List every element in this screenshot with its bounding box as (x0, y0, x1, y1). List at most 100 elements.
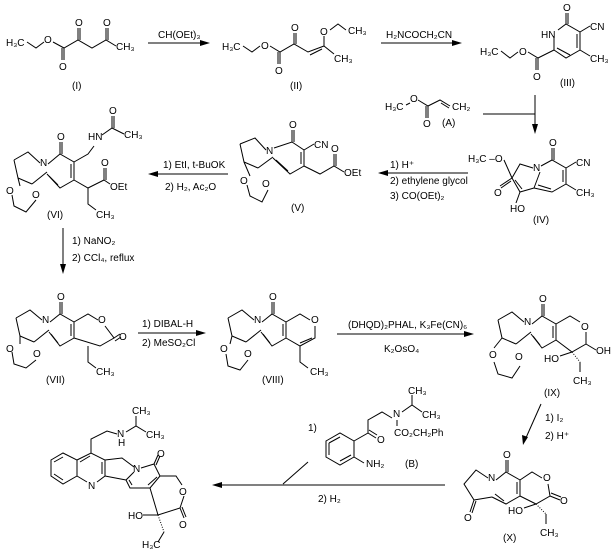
atom-label: N (254, 315, 261, 326)
atom-label: N (40, 158, 47, 169)
atom-label: O (289, 120, 297, 131)
atom-label: O (244, 349, 252, 360)
atom-label: O (220, 344, 228, 355)
step-2-arrow: H₂NCOCH₂CN (381, 30, 462, 46)
step-6-arrow: 1) DIBAL-H 2) MeSO₂Cl (138, 319, 206, 349)
atom-label: HN (88, 132, 102, 143)
atom-label: HO (510, 204, 525, 215)
step-1-arrow: CH(OEt)₃ (148, 30, 210, 46)
compound-VIII: N O O O O CH₃ (VIII) (220, 292, 329, 386)
atom-label: CH₃ (540, 528, 559, 539)
atom-label: HO (128, 511, 143, 522)
atom-label: N (533, 163, 540, 174)
atom-label: O (533, 72, 541, 83)
atom-label: CH₃ (96, 210, 115, 221)
reagent-text: 2) H₂, Ac₂O (165, 182, 216, 193)
atom-label: CN (590, 22, 604, 33)
compound-label-III: (III) (560, 78, 575, 89)
compound-label-X: (X) (503, 533, 516, 544)
atom-label: O (503, 450, 511, 461)
atom-label: O (109, 106, 117, 117)
compound-I: H₃C O O O O CH₃ (I) (6, 18, 135, 92)
reagent-text: 2) H⁺ (545, 431, 569, 442)
compound-label-IV: (IV) (533, 215, 549, 226)
atom-label: CH₃ (116, 42, 135, 53)
atom-label: CH₃ (124, 130, 143, 141)
atom-label: O (377, 435, 385, 446)
compound-label-I: (I) (72, 81, 81, 92)
compound-IX: N O O O O OH HO CH₃ (IX) (489, 294, 611, 399)
compound-label-II: (II) (290, 81, 302, 92)
reagent-text: 2) ethylene glycol (390, 176, 468, 187)
compound-A: H₃C O O CH₂ (A) (385, 94, 470, 130)
compound-label-VII: (VII) (46, 375, 65, 386)
atom-label: CH₃ (573, 376, 592, 387)
atom-label: CO₂CH₂Ph (394, 428, 443, 439)
atom-label: CH₃ (96, 367, 115, 378)
atom-label: O (560, 496, 568, 507)
atom-label: O (75, 18, 83, 29)
atom-label: H₃C (6, 38, 25, 49)
atom-label: N (42, 315, 49, 326)
step-4-arrow: 1) EtI, t-BuOK 2) H₂, Ac₂O (148, 160, 228, 193)
reagent-text: K₂OsO₄ (384, 344, 419, 355)
atom-label: O (103, 18, 111, 29)
atom-label: N (266, 146, 273, 157)
atom-label: O (98, 315, 106, 326)
atom-label: OEt (344, 168, 361, 179)
reagent-text: H₂NCOCH₂CN (386, 30, 452, 41)
compound-label-B: (B) (405, 459, 418, 470)
atom-label: O (269, 292, 277, 303)
compound-V: N O O O CN O OEt (V) (239, 120, 361, 214)
atom-label: N (88, 481, 95, 492)
reagent-text: 3) CO(OEt)₂ (390, 191, 445, 202)
atom-label: H₃C –O (468, 154, 503, 165)
atom-label: CH₃ (146, 430, 165, 441)
reagent-text: 2) CCl₄, reflux (72, 253, 134, 264)
step-5-arrow: 1) NaNO₂ 2) CCl₄, reflux (60, 228, 134, 274)
step-3-arrow: 1) H⁺ 2) ethylene glycol 3) CO(OEt)₂ (378, 160, 468, 202)
atom-label: CH₃ (334, 54, 353, 65)
compound-label-A: (A) (442, 118, 455, 129)
atom-label: CH₃ (590, 54, 609, 65)
atom-label: CH₃ (408, 386, 427, 397)
atom-label: O (494, 188, 502, 199)
atom-label: CH₃ (422, 410, 441, 421)
atom-label: O (59, 62, 67, 73)
atom-label: N (133, 464, 140, 475)
atom-label: O (331, 144, 339, 155)
atom-label: HO (544, 354, 559, 365)
step-7-arrow: (DHQD)₂PHAL, K₃Fe(CN)₆ K₂OsO₄ (337, 320, 474, 355)
reagent-text: (DHQD)₂PHAL, K₃Fe(CN)₆ (348, 320, 467, 331)
atom-label: CH₃ (310, 367, 329, 378)
reagent-text: 1) H⁺ (390, 160, 414, 171)
atom-label: CH₂ (452, 102, 470, 113)
compound-VI: N O O O HN O CH₃ O OEt CH₃ (VI) (6, 106, 143, 221)
reagent-text: CH(OEt)₃ (158, 30, 200, 41)
reagent-text: 1) EtI, t-BuOK (163, 160, 226, 171)
atom-label: O (410, 94, 418, 105)
atom-label: O (581, 322, 589, 333)
atom-label: CH₃ (348, 26, 367, 37)
compound-III: H₃C O O HN O CN CH₃ (III) (480, 3, 609, 89)
atom-label: O (423, 119, 431, 130)
atom-label: O (549, 138, 557, 149)
atom-label: O (539, 294, 547, 305)
atom-label: O (44, 35, 52, 46)
atom-label: O (6, 344, 14, 355)
atom-label: O (543, 473, 551, 484)
atom-label: O (262, 179, 270, 190)
atom-label: H (118, 438, 125, 449)
atom-label: H₃C (142, 540, 161, 551)
atom-label: N (393, 409, 400, 420)
atom-label: O (6, 186, 14, 197)
reagent-text: 1) DIBAL-H (142, 319, 193, 330)
step-A-arrow (483, 95, 538, 134)
atom-label: CH₃ (132, 406, 151, 417)
atom-label: O (464, 513, 472, 524)
compound-label-VIII: (VIII) (262, 375, 284, 386)
atom-label: H₃C (480, 47, 499, 58)
compound-B: 1) O N CH₃ CH₃ CO₂CH₂Ph NH₂ (B) (308, 386, 443, 470)
atom-label: H₃C (385, 102, 404, 113)
reagent-text: 2) MeSO₂Cl (142, 338, 195, 349)
